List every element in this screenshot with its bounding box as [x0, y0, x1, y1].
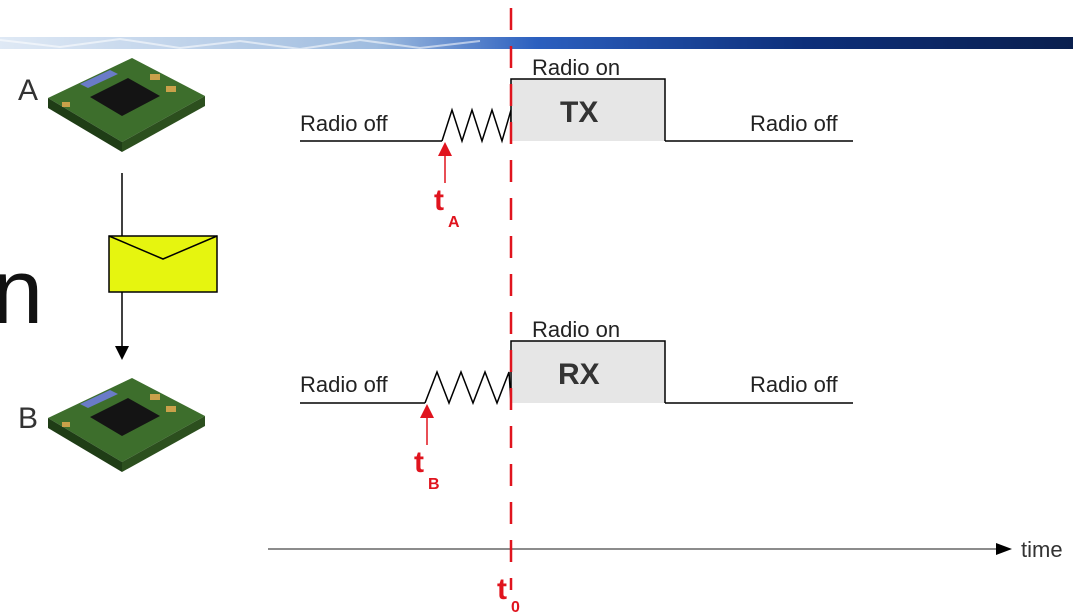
timeline-b-box-label: RX: [558, 358, 600, 391]
marker-ta-sub: A: [448, 214, 460, 231]
timeline-a-left-label: Radio off: [300, 111, 389, 136]
node-b-label: B: [18, 402, 38, 435]
timeline-b-rx-box: [511, 341, 665, 403]
timeline-a-wakeup-zigzag: [441, 107, 512, 144]
marker-t0: t 0: [497, 573, 520, 616]
timeline-a: Radio off Radio on TX Radio off: [300, 55, 853, 144]
partial-title-letter: n: [0, 241, 43, 343]
timeline-a-top-label: Radio on: [532, 55, 620, 80]
marker-tb: t B: [414, 404, 440, 493]
marker-t0-main: t: [497, 573, 507, 606]
timeline-b-wakeup-zigzag: [424, 369, 512, 406]
marker-ta-main: t: [434, 184, 444, 217]
marker-t0-sub: 0: [511, 599, 520, 616]
marker-tb-sub: B: [428, 476, 440, 493]
node-b-board-image: [48, 378, 205, 472]
timeline-b-top-label: Radio on: [532, 317, 620, 342]
timeline-a-tx-box: [511, 79, 665, 141]
envelope-icon: [108, 235, 218, 293]
timeline-b-left-label: Radio off: [300, 372, 389, 397]
timeline-b: Radio off Radio on RX Radio off: [300, 317, 853, 406]
timeline-b-right-label: Radio off: [750, 372, 839, 397]
time-axis-label: time: [1021, 537, 1063, 562]
header-banner: [0, 37, 1073, 51]
timeline-a-box-label: TX: [560, 96, 598, 129]
marker-ta: t A: [434, 142, 460, 231]
timeline-a-right-label: Radio off: [750, 111, 839, 136]
node-a-board-image: [48, 58, 205, 152]
time-axis: time: [268, 537, 1063, 562]
node-a-label: A: [18, 74, 38, 107]
marker-tb-main: t: [414, 446, 424, 479]
